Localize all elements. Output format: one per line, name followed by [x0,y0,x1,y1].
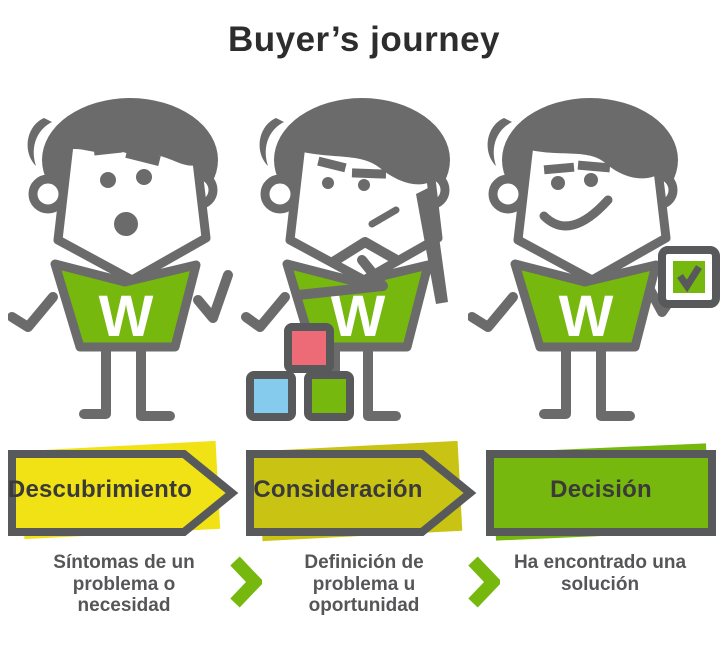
elbow-arm [416,186,448,304]
right-eye [136,169,152,185]
vest [50,259,201,352]
fringe [294,134,438,185]
banner-border [8,450,239,536]
green-block [304,371,354,421]
left-arm [241,292,290,332]
left-arm [468,292,518,332]
stage-label: Decisión [550,476,652,503]
stage-label: Consideración [253,476,423,503]
left-arm [8,292,58,332]
monogram: W [99,284,154,349]
right-leg [363,335,401,421]
left-eye [551,176,565,190]
pink-block [284,323,334,373]
left-leg [79,335,111,419]
chevron-right-icon [468,556,500,608]
left-leg [539,335,571,419]
right-eyebrow [351,168,387,179]
right-leg [136,335,175,421]
right-leg [596,335,635,421]
page-title: Buyer’s journey [227,20,501,59]
stage-banner-decision: Decisión [482,438,720,542]
right-eyebrow [577,160,611,173]
cheek-line [368,206,400,228]
banner-arrow-shape [8,440,239,540]
left-eyebrow [543,162,575,175]
smile-mouth [539,195,613,231]
hair-curl [487,118,512,166]
right-arm [193,270,233,323]
banner-border [246,450,477,536]
monogram: W [559,284,614,349]
stage-caption-decision: Ha encontrado una solución [513,552,687,595]
left-eyebrow [93,144,123,156]
left-eye [100,172,116,188]
hair-curl [259,118,284,166]
surprised-mouth [114,212,138,236]
stage-label: Descubrimiento [7,476,193,503]
thinking-character-icon: W [241,98,450,421]
right-eyebrow [125,148,161,166]
left-eyebrow [317,156,347,173]
stage-caption-consideracion: Definición de problema u oportunidad [304,552,424,617]
stage-banner-consideracion: Consideración [242,438,478,542]
banner-arrow-shape [246,440,477,542]
right-eye [584,173,598,187]
right-eye [358,179,370,191]
stage-caption-descubrimiento: Síntomas de un problema o necesidad [53,552,195,617]
fringe [522,134,664,179]
banner-rect-shape [486,443,716,541]
forearm-on-chin [293,255,388,300]
confident-character-icon: W [468,98,720,421]
stage-banner-descubrimiento: Descubrimiento [4,438,240,542]
surprised-character-icon: W [8,98,233,421]
hair-curl [27,118,52,166]
left-eye [322,177,334,189]
vest [510,259,661,352]
pensive-mouth [328,237,400,267]
chevron-right-icon [230,556,262,608]
banner-border [486,450,716,536]
blue-block [246,371,296,421]
checkmark-icon [677,265,702,293]
